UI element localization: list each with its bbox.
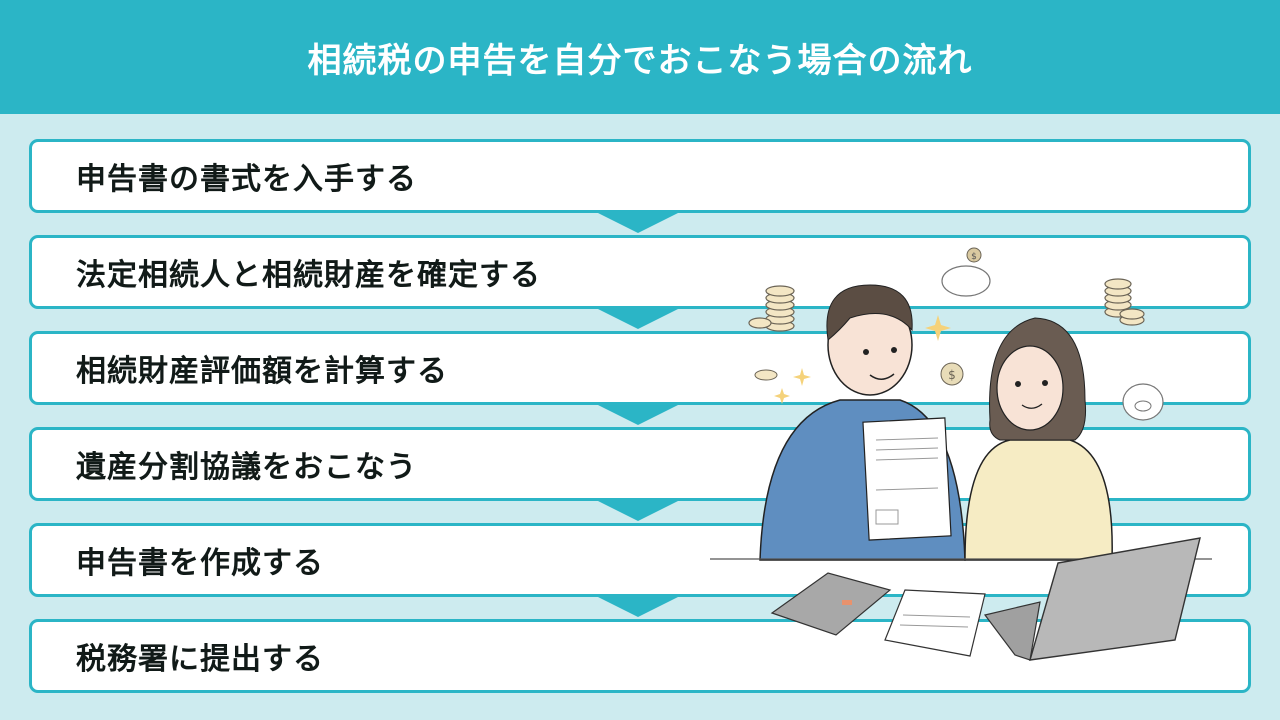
down-arrow-icon — [598, 405, 678, 425]
down-arrow-icon — [598, 501, 678, 521]
step-label: 申告書の書式を入手する — [76, 162, 417, 197]
header-banner: 相続税の申告を自分でおこなう場合の流れ — [0, 0, 1280, 114]
page-title: 相続税の申告を自分でおこなう場合の流れ — [307, 40, 973, 81]
step-4: 遺産分割協議をおこなう — [29, 427, 1251, 501]
step-label: 法定相続人と相続財産を確定する — [76, 258, 541, 293]
step-label: 申告書を作成する — [76, 546, 324, 581]
down-arrow-icon — [598, 213, 678, 233]
step-5: 申告書を作成する — [29, 523, 1251, 597]
step-label: 税務署に提出する — [76, 642, 324, 677]
step-1: 申告書の書式を入手する — [29, 139, 1251, 213]
down-arrow-icon — [598, 597, 678, 617]
step-label: 遺産分割協議をおこなう — [76, 450, 417, 485]
step-label: 相続財産評価額を計算する — [76, 354, 448, 389]
step-3: 相続財産評価額を計算する — [29, 331, 1251, 405]
man-figure — [759, 284, 966, 561]
down-arrow-icon — [598, 309, 678, 329]
step-6: 税務署に提出する — [29, 619, 1251, 693]
step-2: 法定相続人と相続財産を確定する — [29, 235, 1251, 309]
